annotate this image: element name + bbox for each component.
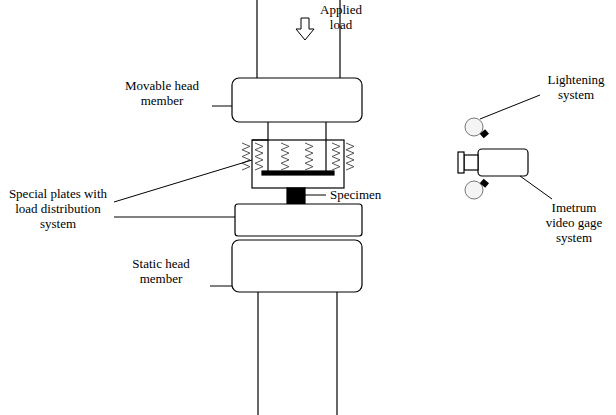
spring [305, 143, 313, 170]
load-arrow [296, 18, 314, 40]
part-label: Specimen [330, 187, 400, 202]
camera-body [478, 149, 528, 176]
neck [325, 122, 326, 172]
part-label: Movable head member [112, 78, 212, 108]
part-label: Lightening system [540, 72, 612, 102]
spring [255, 143, 263, 170]
part-label: Special plates with load distribution sy… [2, 186, 114, 231]
leader-line [210, 286, 232, 287]
light-and-camera [458, 118, 528, 199]
part-label: Applied load [312, 2, 370, 32]
distribution-plate [262, 171, 334, 175]
housing-top [252, 139, 268, 140]
specimen [287, 188, 305, 204]
leader-line [520, 176, 552, 199]
test-frame [232, 0, 362, 415]
springs [242, 143, 354, 170]
static-head [232, 240, 362, 292]
camera-lens-front [458, 152, 464, 173]
upper-rod [256, 0, 257, 78]
lower-plate [235, 204, 362, 236]
neck [267, 122, 268, 172]
lower-rod [336, 292, 337, 415]
leader-line [114, 160, 252, 202]
spring-housing [252, 140, 344, 188]
spring [346, 143, 354, 170]
leader-line [480, 95, 540, 119]
spring [332, 143, 340, 170]
lower-rod [257, 292, 258, 415]
spring [242, 143, 250, 170]
lamp-base [480, 129, 489, 138]
part-label: Static head member [112, 256, 210, 286]
spring [281, 143, 289, 170]
movable-head [232, 78, 362, 122]
lamp-base [480, 179, 489, 188]
leader-line [305, 195, 326, 196]
leader-line [114, 217, 235, 218]
camera-lens [464, 155, 478, 170]
leader-line [212, 106, 232, 107]
part-label: Imetrum video gage system [538, 200, 610, 245]
